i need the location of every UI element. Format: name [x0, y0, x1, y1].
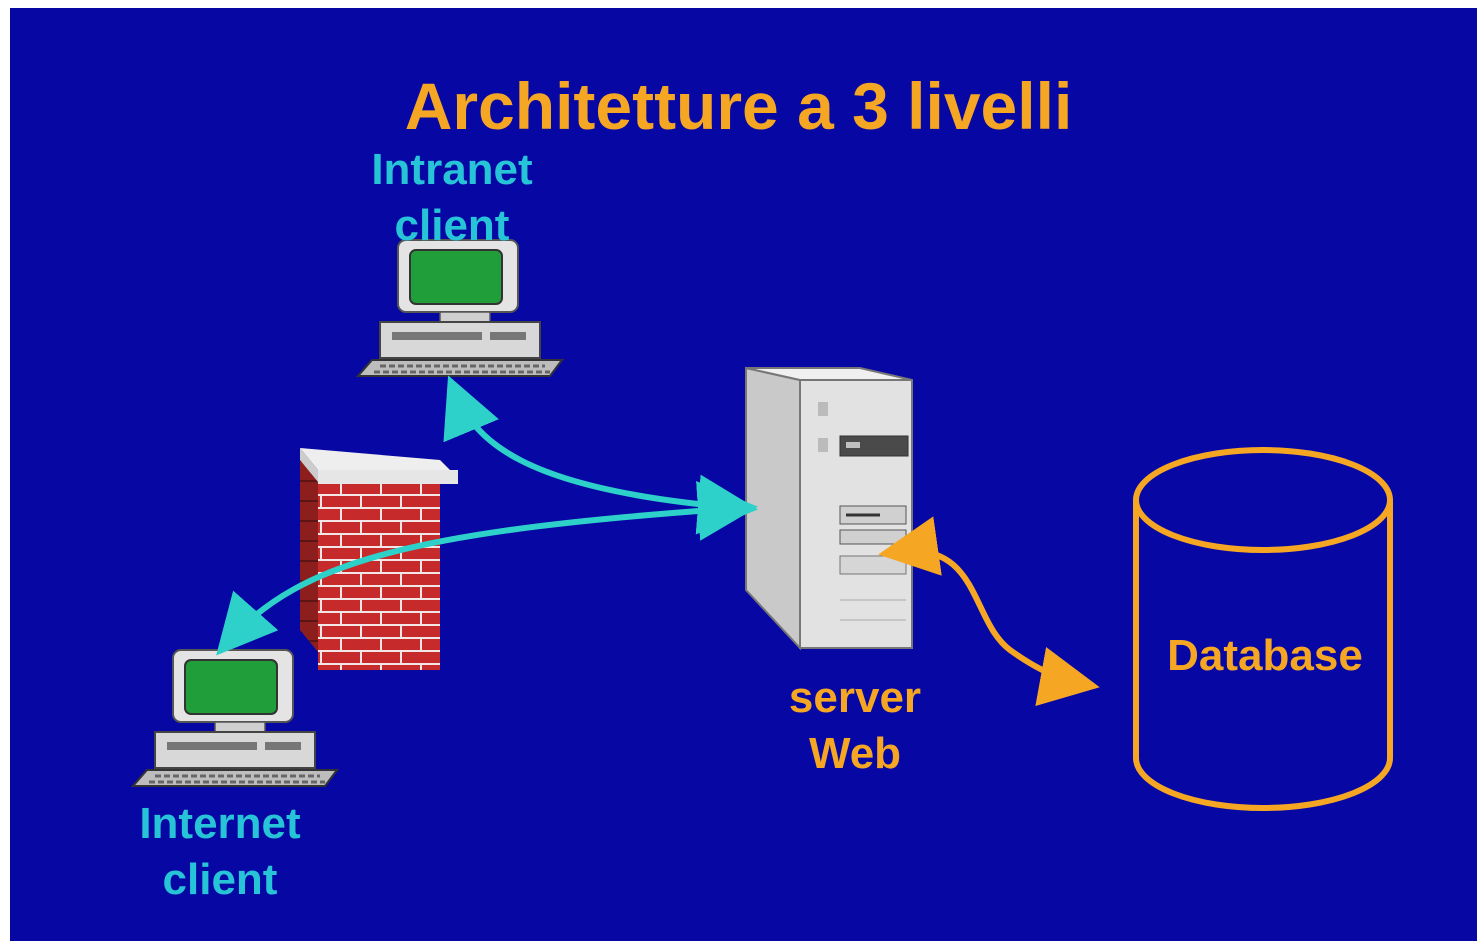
intranet-client-label: Intranet client: [352, 142, 552, 254]
intranet-client-computer-icon: [355, 239, 564, 377]
intranet-client-label-line2: client: [394, 201, 510, 250]
firewall-icon: [300, 448, 458, 670]
server-database-arrow: [878, 516, 1100, 706]
internet-client-label-line1: Internet: [139, 799, 301, 848]
server-label-line2: Web: [808, 729, 902, 778]
internet-client-computer-icon: [130, 649, 339, 787]
tower-server-icon: [745, 366, 913, 651]
intranet-server-arrow: [443, 375, 758, 535]
internet-client-label-line2: client: [162, 855, 278, 904]
server-label-line1: server: [788, 673, 922, 722]
database-cylinder-icon: [1133, 447, 1393, 811]
internet-client-label: Internet client: [120, 796, 320, 908]
page-title: Architetture a 3 livelli: [404, 69, 1073, 143]
intranet-client-label-line1: Intranet: [371, 145, 533, 194]
database-label: Database: [1167, 631, 1363, 680]
server-web-label: server Web: [760, 670, 950, 782]
internet-server-arrow: [216, 480, 758, 656]
